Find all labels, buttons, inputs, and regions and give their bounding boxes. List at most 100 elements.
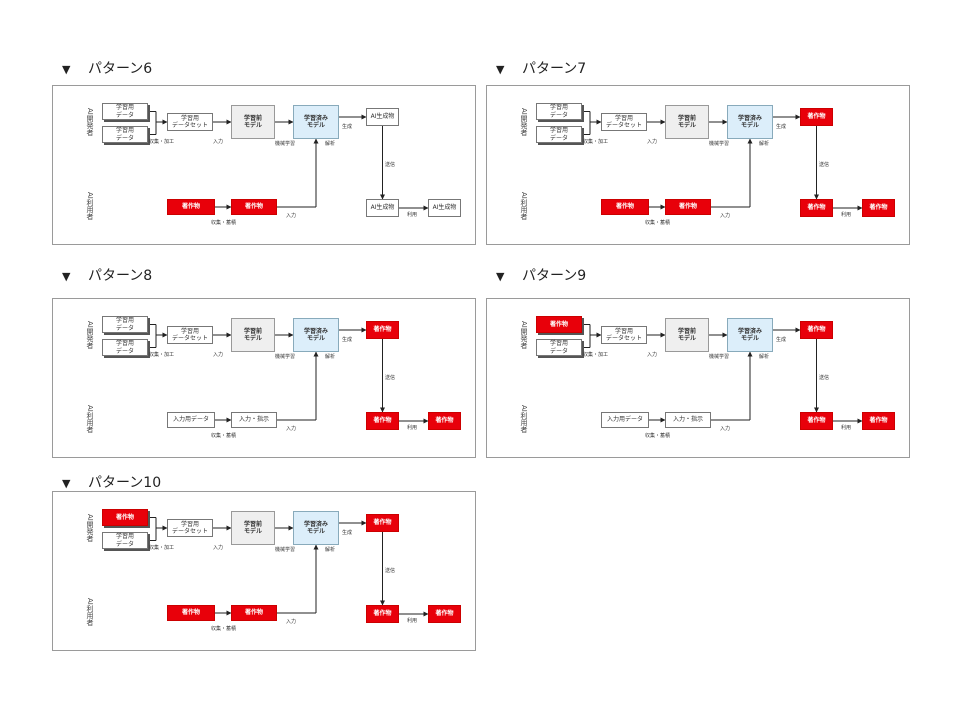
box-dev-input-2: 学習用 データ (536, 339, 582, 356)
label-analyze: 解析 (759, 354, 770, 360)
box-dev-input-2: 学習用 データ (536, 126, 582, 143)
box-output-final: AI生成物 (428, 199, 461, 217)
box-user-src-2: 著作物 (231, 199, 277, 215)
label-input-2: 入力 (720, 426, 731, 432)
box-user-src-2: 著作物 (231, 605, 277, 621)
box-pre-model: 学習前 モデル (665, 105, 709, 139)
pattern-heading: ▼ パターン6 (62, 58, 152, 78)
flow-connectors (582, 111, 863, 211)
box-dataset: 学習用 データセット (167, 326, 213, 344)
box-user-src-2: 入力・指示 (231, 412, 277, 428)
box-output-bottom: 著作物 (800, 199, 833, 217)
box-dev-input-1: 学習用 データ (102, 316, 148, 333)
box-output-bottom: 著作物 (366, 605, 399, 623)
label-generate: 生成 (776, 337, 787, 343)
label-ml: 機械学習 (275, 547, 296, 553)
label-input-2: 入力 (286, 213, 297, 219)
triangle-down-icon: ▼ (496, 63, 505, 76)
label-generate: 生成 (342, 530, 353, 536)
label-send: 送信 (385, 375, 396, 381)
label-analyze: 解析 (325, 141, 336, 147)
label-collect-record: 収集・蓄積 (211, 433, 237, 439)
box-trained-model: 学習済み モデル (293, 318, 339, 352)
label-analyze: 解析 (325, 547, 336, 553)
label-collect-process: 収集・加工 (583, 139, 609, 145)
triangle-down-icon: ▼ (62, 63, 71, 76)
label-ml: 機械学習 (709, 141, 730, 147)
label-collect-process: 収集・加工 (583, 352, 609, 358)
label-ml: 機械学習 (709, 354, 730, 360)
label-analyze: 解析 (325, 354, 336, 360)
box-output-bottom: 著作物 (800, 412, 833, 430)
box-output-final: 著作物 (862, 412, 895, 430)
box-dataset: 学習用 データセット (601, 113, 647, 131)
role-developer: AI開発者 (86, 108, 94, 136)
role-developer: AI開発者 (520, 108, 528, 136)
flow-connectors (148, 517, 429, 617)
box-pre-model: 学習前 モデル (231, 105, 275, 139)
box-output-top: 著作物 (366, 321, 399, 339)
label-analyze: 解析 (759, 141, 770, 147)
label-collect-record: 収集・蓄積 (211, 626, 237, 632)
label-generate: 生成 (342, 124, 353, 130)
pattern-title: パターン7 (522, 61, 587, 77)
box-user-src-1: 入力用データ (601, 412, 649, 428)
box-trained-model: 学習済み モデル (727, 318, 773, 352)
box-user-src-2: 著作物 (665, 199, 711, 215)
label-collect-record: 収集・蓄積 (211, 220, 237, 226)
flow-connectors (148, 111, 429, 211)
box-user-src-1: 著作物 (601, 199, 649, 215)
role-user: AI利用者 (86, 405, 94, 433)
box-output-top: 著作物 (800, 108, 833, 126)
triangle-down-icon: ▼ (62, 270, 71, 283)
box-dev-input-2: 学習用 データ (102, 532, 148, 549)
triangle-down-icon: ▼ (62, 477, 71, 490)
role-user: AI利用者 (520, 192, 528, 220)
box-dataset: 学習用 データセット (167, 113, 213, 131)
box-output-final: 著作物 (428, 605, 461, 623)
pattern-title: パターン9 (522, 268, 587, 284)
box-dev-input-1: 学習用 データ (536, 103, 582, 120)
label-input-1: 入力 (647, 352, 658, 358)
box-pre-model: 学習前 モデル (231, 511, 275, 545)
box-pre-model: 学習前 モデル (231, 318, 275, 352)
label-send: 送信 (819, 162, 830, 168)
flow-connectors (582, 324, 863, 424)
pattern-heading: ▼パターン8 (62, 265, 152, 285)
label-generate: 生成 (776, 124, 787, 130)
label-collect-record: 収集・蓄積 (645, 433, 671, 439)
pattern-title: パターン6 (88, 61, 153, 77)
box-output-top: 著作物 (366, 514, 399, 532)
box-trained-model: 学習済み モデル (293, 511, 339, 545)
label-collect-process: 収集・加工 (149, 139, 175, 145)
label-use: 利用 (841, 425, 852, 431)
label-input-1: 入力 (213, 545, 224, 551)
box-dev-input-2: 学習用 データ (102, 339, 148, 356)
label-input-1: 入力 (647, 139, 658, 145)
role-developer: AI開発者 (86, 514, 94, 542)
label-input-2: 入力 (286, 619, 297, 625)
box-user-src-2: 入力・指示 (665, 412, 711, 428)
role-user: AI利用者 (86, 598, 94, 626)
label-ml: 機械学習 (275, 141, 296, 147)
box-trained-model: 学習済み モデル (293, 105, 339, 139)
role-user: AI利用者 (86, 192, 94, 220)
label-input-1: 入力 (213, 139, 224, 145)
box-dataset: 学習用 データセット (167, 519, 213, 537)
box-output-final: 著作物 (428, 412, 461, 430)
label-ml: 機械学習 (275, 354, 296, 360)
label-use: 利用 (407, 212, 418, 218)
label-send: 送信 (385, 568, 396, 574)
box-trained-model: 学習済み モデル (727, 105, 773, 139)
label-collect-process: 収集・加工 (149, 545, 175, 551)
flow-connectors (148, 324, 429, 424)
box-output-top: 著作物 (800, 321, 833, 339)
label-collect-process: 収集・加工 (149, 352, 175, 358)
label-input-2: 入力 (720, 213, 731, 219)
box-output-bottom: AI生成物 (366, 199, 399, 217)
